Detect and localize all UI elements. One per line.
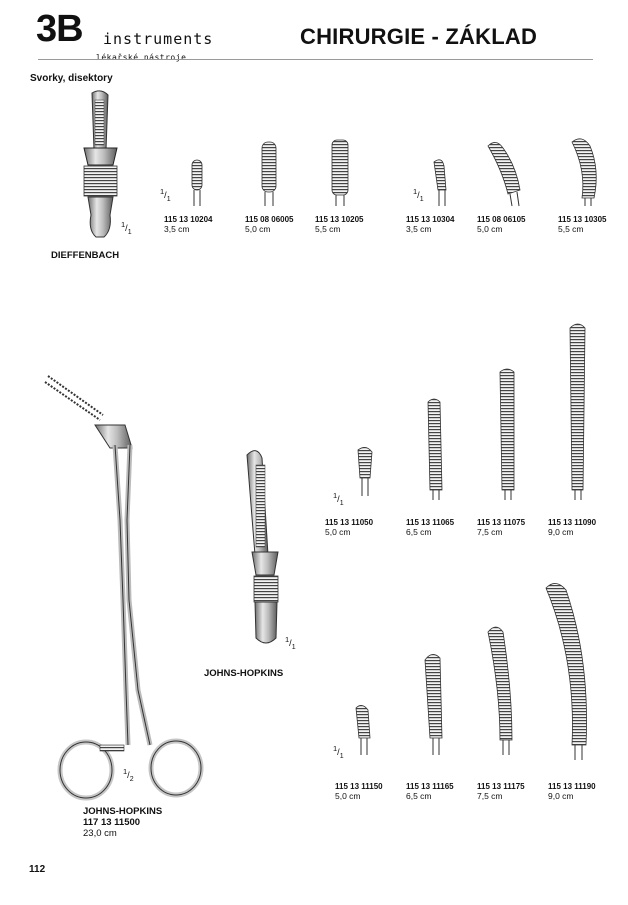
product-size: 3,5 cm [164, 224, 190, 234]
product-size: 23,0 cm [83, 828, 117, 839]
small-clamp-tips [191, 138, 597, 207]
product-item: 115 13 11050 5,0 cm [325, 518, 373, 537]
product-code: 115 13 11165 [406, 782, 454, 791]
product-code: 117 13 11500 [83, 817, 141, 828]
product-item: 115 08 06105 5,0 cm [477, 215, 526, 234]
section-title: Svorky, disektory [30, 73, 113, 84]
product-size: 6,5 cm [406, 791, 432, 801]
product-size: 5,0 cm [325, 527, 351, 537]
scale-indicator: 1/1 [413, 187, 424, 203]
header-divider [38, 59, 593, 60]
product-size: 5,0 cm [477, 224, 503, 234]
product-size: 6,5 cm [406, 527, 432, 537]
scale-indicator: 1/1 [285, 635, 296, 651]
product-item: 115 13 11165 6,5 cm [406, 782, 454, 801]
johns-hopkins-forceps-image [44, 375, 204, 801]
product-size: 5,0 cm [335, 791, 361, 801]
product-item: 115 13 10305 5,5 cm [558, 215, 607, 234]
product-size: 3,5 cm [406, 224, 432, 234]
straight-clamp-tips [357, 323, 586, 500]
johns-hopkins-clamp-label: JOHNS-HOPKINS [204, 668, 284, 679]
product-size: 5,5 cm [558, 224, 584, 234]
product-size: 9,0 cm [548, 527, 574, 537]
product-item: 115 13 10205 5,5 cm [315, 215, 364, 234]
product-code: 115 13 10305 [558, 215, 607, 224]
product-code: 115 08 06005 [245, 215, 294, 224]
product-code: 115 13 11175 [477, 782, 525, 791]
product-size: 5,5 cm [315, 224, 341, 234]
product-item: 115 13 10304 3,5 cm [406, 215, 455, 234]
scale-indicator: 1/1 [333, 491, 344, 507]
scale-indicator: 1/1 [121, 220, 132, 236]
product-code: 115 08 06105 [477, 215, 526, 224]
product-size: 5,0 cm [245, 224, 271, 234]
product-code: 115 13 11065 [406, 518, 455, 527]
page-number: 112 [29, 864, 46, 875]
product-item: 115 13 11090 9,0 cm [548, 518, 596, 537]
product-item: 115 13 11075 7,5 cm [477, 518, 525, 537]
product-code: 115 13 11090 [548, 518, 597, 527]
product-code: 115 13 11150 [335, 782, 383, 791]
product-code: 115 13 11050 [325, 518, 374, 527]
product-item: 115 13 11065 6,5 cm [406, 518, 454, 537]
product-item: 115 13 11150 5,0 cm [335, 782, 383, 801]
dieffenbach-label: DIEFFENBACH [51, 250, 120, 261]
product-code: 115 13 10204 [164, 215, 213, 224]
scale-indicator: 1/2 [123, 767, 134, 783]
brand-subtitle: lékařské nástroje [96, 53, 187, 62]
product-item: 115 13 11190 9,0 cm [548, 782, 596, 801]
curved-clamp-tips [355, 583, 587, 760]
page-title: CHIRURGIE - ZÁKLAD [300, 24, 538, 49]
johns-hopkins-forceps-label: JOHNS-HOPKINS [83, 806, 163, 817]
johns-hopkins-clamp-image [246, 450, 279, 644]
product-size: 7,5 cm [477, 791, 503, 801]
dieffenbach-clamp-image [83, 90, 118, 238]
scale-indicator: 1/1 [333, 744, 344, 760]
product-code: 115 13 10205 [315, 215, 364, 224]
product-item: 115 08 06005 5,0 cm [245, 215, 294, 234]
brand-logo-number: 3B [36, 8, 84, 50]
product-size: 9,0 cm [548, 791, 574, 801]
scale-indicator: 1/1 [160, 187, 171, 203]
product-code: 115 13 11190 [548, 782, 596, 791]
product-size: 7,5 cm [477, 527, 503, 537]
product-code: 115 13 10304 [406, 215, 455, 224]
product-item: 115 13 10204 3,5 cm [164, 215, 213, 234]
johns-hopkins-forceps-caption: JOHNS-HOPKINS 117 13 11500 23,0 cm [83, 806, 162, 839]
product-item: 115 13 11175 7,5 cm [477, 782, 525, 801]
brand-logo-word: instruments [103, 30, 214, 48]
product-code: 115 13 11075 [477, 518, 526, 527]
